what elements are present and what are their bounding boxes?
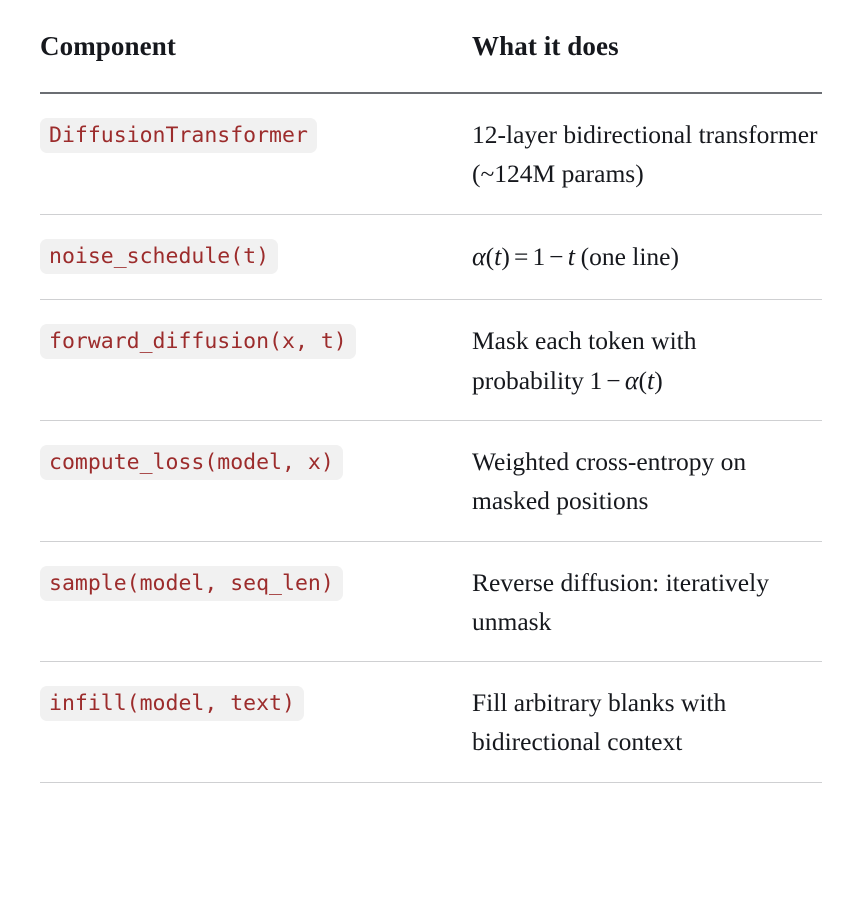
- math-minus: −: [606, 365, 621, 395]
- code-token-sample: sample(model, seq_len): [40, 565, 343, 601]
- cell-description: 12-layer bidirectional transformer (~124…: [456, 93, 822, 215]
- code-token-diffusion-transformer: DiffusionTransformer: [40, 118, 317, 154]
- math-right-paren: ): [654, 365, 663, 395]
- table-row: compute_loss(model, x) Weighted cross-en…: [40, 420, 822, 542]
- math-equals: =: [513, 241, 529, 271]
- table-body: DiffusionTransformer 12-layer bidirectio…: [40, 93, 822, 783]
- math-symbol-alpha: α: [624, 365, 639, 395]
- description-text: Reverse diffusion: iteratively unmask: [472, 567, 769, 636]
- math-left-paren: (: [638, 365, 647, 395]
- math-number-one: 1: [532, 241, 546, 271]
- description-math: 1−α(t): [590, 366, 663, 395]
- column-header-description: What it does: [456, 0, 822, 95]
- component-spec-table: Component What it does DiffusionTransfor…: [40, 0, 822, 783]
- description-text: 12-layer bidirectional transformer (~124…: [472, 120, 818, 189]
- cell-description: α(t)=1−t(one line): [456, 214, 822, 300]
- cell-component: sample(model, seq_len): [40, 541, 456, 663]
- math-trailing-note: (one line): [580, 241, 679, 271]
- code-token-forward-diffusion: forward_diffusion(x, t): [40, 323, 356, 359]
- description-math: α(t)=1−t(one line): [472, 237, 822, 277]
- math-symbol-alpha: α: [472, 241, 486, 271]
- math-variable-t: t: [494, 241, 502, 271]
- math-variable-t: t: [646, 365, 655, 395]
- code-token-noise-schedule: noise_schedule(t): [40, 238, 279, 274]
- cell-description: Reverse diffusion: iteratively unmask: [456, 541, 822, 663]
- description-lead-text: Mask each token with probability: [472, 325, 697, 395]
- spec-table-container: Component What it does DiffusionTransfor…: [40, 0, 822, 783]
- table-row: infill(model, text) Fill arbitrary blank…: [40, 661, 822, 783]
- cell-component: DiffusionTransformer: [40, 93, 456, 215]
- math-variable-t-2: t: [567, 241, 575, 271]
- math-left-paren: (: [485, 241, 495, 271]
- math-right-paren: ): [501, 241, 510, 271]
- table-row: noise_schedule(t) α(t)=1−t(one line): [40, 214, 822, 300]
- table-row: sample(model, seq_len) Reverse diffusion…: [40, 541, 822, 663]
- description-text: Weighted cross-entropy on masked positio…: [472, 447, 747, 516]
- math-minus: −: [549, 241, 564, 271]
- code-token-infill: infill(model, text): [40, 686, 304, 722]
- table-header: Component What it does: [40, 0, 822, 95]
- code-token-compute-loss: compute_loss(model, x): [40, 445, 343, 481]
- cell-component: forward_diffusion(x, t): [40, 299, 456, 422]
- math-number-one: 1: [589, 365, 603, 395]
- table-row: DiffusionTransformer 12-layer bidirectio…: [40, 93, 822, 215]
- cell-component: infill(model, text): [40, 661, 456, 783]
- table-header-row: Component What it does: [40, 0, 822, 95]
- description-text: Fill arbitrary blanks with bidirectional…: [472, 688, 727, 757]
- cell-component: noise_schedule(t): [40, 214, 456, 300]
- cell-description: Weighted cross-entropy on masked positio…: [456, 420, 822, 542]
- cell-description: Fill arbitrary blanks with bidirectional…: [456, 661, 822, 783]
- column-header-component: Component: [40, 0, 456, 95]
- cell-component: compute_loss(model, x): [40, 420, 456, 542]
- table-row: forward_diffusion(x, t) Mask each token …: [40, 299, 822, 422]
